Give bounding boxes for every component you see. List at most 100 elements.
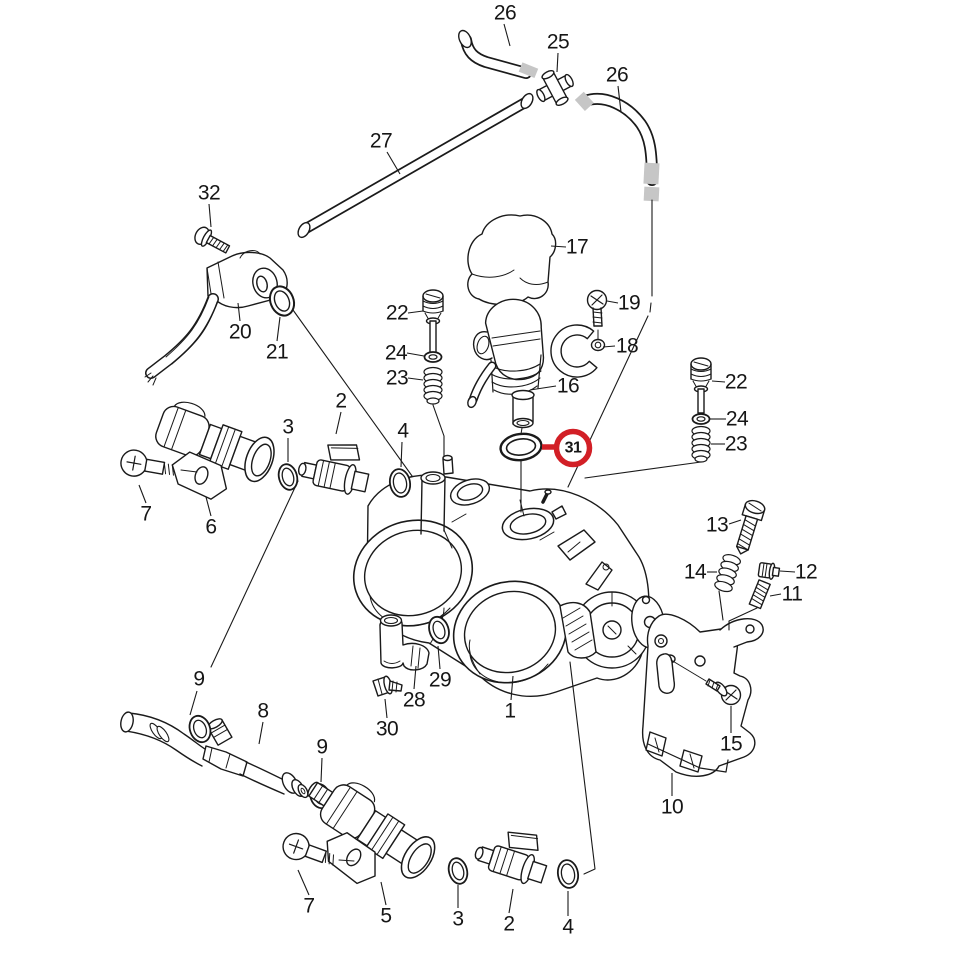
part-bolt-11	[748, 579, 771, 610]
leader-line-6	[205, 496, 212, 517]
callout-9: 9	[316, 736, 327, 759]
part-idle-screw-22-right	[690, 357, 712, 414]
leader-line-25	[556, 52, 559, 73]
part-hose-27	[297, 92, 534, 239]
part-elbow-28	[379, 614, 430, 671]
callout-22: 22	[386, 302, 408, 325]
leader-line-18	[602, 345, 616, 348]
part-oring-3-upper	[277, 463, 299, 491]
part-tee-connector-25	[536, 70, 574, 106]
part-bolt-12	[757, 562, 781, 580]
callout-2: 2	[335, 390, 346, 413]
callout-31: 31	[565, 440, 582, 457]
callout-7: 7	[140, 503, 151, 526]
leader-line-2	[508, 888, 514, 914]
highlight-circle-31	[553, 428, 593, 468]
leader-line-12	[779, 570, 796, 573]
part-bolt-30	[372, 675, 403, 697]
callout-24: 24	[726, 408, 749, 431]
callout-27: 27	[370, 130, 392, 153]
assembly-line-15-axis	[670, 659, 707, 682]
leader-line-22	[711, 380, 726, 383]
callout-3: 3	[282, 416, 293, 439]
callout-32: 32	[198, 182, 220, 205]
callout-4: 4	[397, 420, 409, 443]
assembly-line-body-to-oring4	[569, 661, 596, 875]
part-bracket-10	[641, 613, 764, 777]
leader-line-1	[510, 675, 514, 701]
leader-line-5	[380, 881, 387, 906]
callout-3: 3	[452, 908, 463, 931]
part-oring-21	[268, 285, 296, 317]
callout-4: 4	[562, 916, 574, 939]
part-washer-24-right	[691, 413, 711, 425]
part-oring-31	[499, 432, 543, 462]
callout-11: 11	[782, 583, 803, 606]
part-hose-26-left	[458, 29, 539, 79]
leader-line-27	[386, 151, 401, 175]
callout-23: 23	[725, 433, 747, 456]
callout-6: 6	[205, 516, 216, 539]
assembly-line-rail-to-pipe	[210, 480, 299, 668]
part-screw-7-lower	[282, 832, 334, 866]
callout-1: 1	[504, 700, 515, 723]
assembly-line-7-lower	[338, 859, 355, 862]
part-sensor-20	[144, 250, 288, 386]
part-screw-13	[736, 499, 766, 555]
part-oring-29	[428, 615, 450, 645]
assembly-line-23-right	[584, 461, 702, 479]
callout-15: 15	[720, 733, 742, 756]
leader-line-26	[503, 23, 511, 47]
leader-line-17	[550, 245, 567, 248]
callout-23: 23	[386, 367, 408, 390]
callout-14: 14	[684, 561, 707, 584]
assembly-line-21-to-body	[292, 309, 436, 509]
leader-line-8	[258, 721, 264, 745]
assembly-line-14-to-bracket	[718, 590, 724, 621]
leader-line-11	[769, 593, 782, 597]
leader-line-28	[413, 665, 417, 690]
callout-22: 22	[725, 371, 747, 394]
leader-line-26	[617, 85, 622, 113]
part-oring-4-upper	[388, 468, 412, 498]
callout-13: 13	[706, 514, 728, 537]
part-screw-32	[194, 226, 231, 254]
callout-19: 19	[618, 292, 640, 315]
part-injector-2-upper	[297, 444, 370, 495]
part-spring-14	[714, 554, 741, 593]
callout-30: 30	[376, 718, 398, 741]
part-fork-18	[550, 324, 606, 378]
leader-line-32	[208, 203, 212, 228]
part-pipe-8	[120, 711, 309, 799]
part-spring-23-right	[691, 425, 711, 463]
part-screw-15	[705, 678, 742, 706]
leader-line-24	[406, 352, 425, 357]
part-screw-7-upper	[120, 449, 174, 477]
callout-24: 24	[385, 342, 408, 365]
callout-26: 26	[606, 64, 628, 87]
part-injector-2-lower	[474, 831, 548, 885]
callout-12: 12	[795, 561, 817, 584]
leader-line-16	[529, 385, 557, 391]
callout-21: 21	[266, 341, 288, 364]
callout-18: 18	[616, 335, 638, 358]
leader-line-19	[606, 300, 619, 304]
callout-10: 10	[661, 796, 683, 819]
callout-5: 5	[380, 905, 391, 928]
leader-line-21	[276, 316, 281, 342]
callout-7: 7	[303, 895, 314, 918]
assembly-line-11-to-bracket	[728, 607, 758, 631]
callout-28: 28	[403, 689, 425, 712]
leader-line-7	[297, 869, 310, 896]
part-oring-9-left	[188, 714, 212, 744]
leader-line-7	[138, 484, 147, 504]
callout-29: 29	[429, 669, 451, 692]
callout-25: 25	[547, 31, 569, 54]
callout-2: 2	[503, 913, 514, 936]
part-spring-23-left	[423, 366, 443, 405]
leader-line-4	[400, 441, 403, 468]
callout-9: 9	[193, 668, 204, 691]
leader-line-23	[407, 377, 424, 381]
